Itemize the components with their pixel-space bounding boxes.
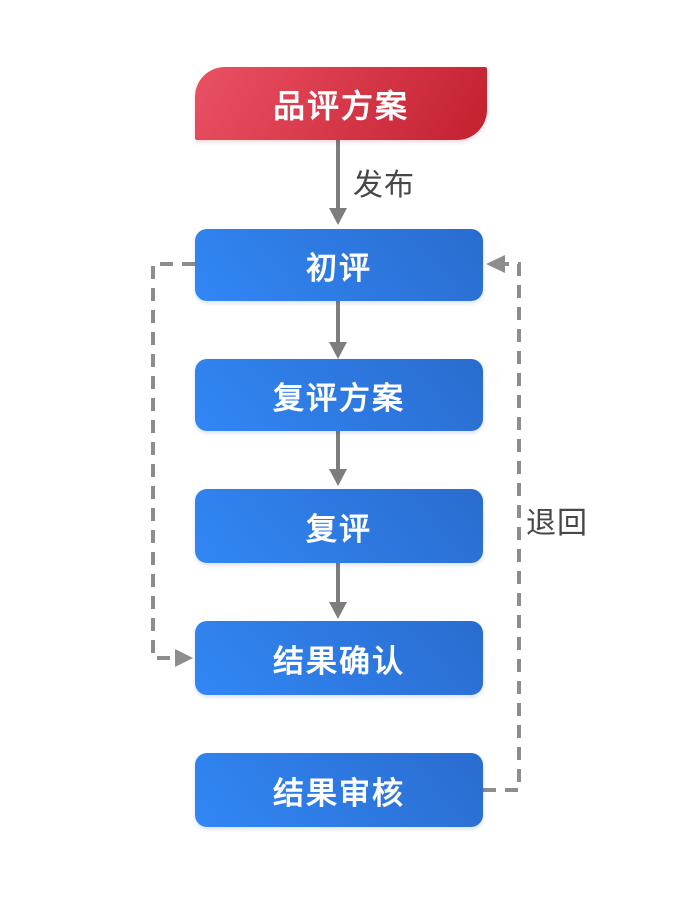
node-re-evaluation-plan: 复评方案 <box>195 359 483 431</box>
node-re-evaluation-label: 复评 <box>306 511 372 547</box>
node-initial-evaluation: 初评 <box>195 229 483 301</box>
node-tasting-plan: 品评方案 <box>195 67 487 140</box>
dashed-arrow-review-to-initial <box>483 255 521 792</box>
edge-label-return: 退回 <box>526 507 588 540</box>
arrow-replan-to-reeval <box>329 431 347 486</box>
node-re-evaluation: 复评 <box>195 489 483 563</box>
node-re-evaluation-plan-label: 复评方案 <box>273 380 405 416</box>
node-tasting-plan-label: 品评方案 <box>272 87 409 124</box>
dashed-arrow-initial-to-confirm <box>151 262 195 667</box>
node-result-review-label: 结果审核 <box>273 775 405 811</box>
arrow-plan-to-initial <box>329 140 347 225</box>
node-result-confirmation-label: 结果确认 <box>273 643 405 679</box>
node-result-review: 结果审核 <box>195 753 483 827</box>
arrow-reeval-to-confirm <box>329 563 347 619</box>
node-initial-evaluation-label: 初评 <box>306 250 372 286</box>
node-result-confirmation: 结果确认 <box>195 621 483 695</box>
edge-label-publish: 发布 <box>353 169 415 202</box>
arrow-initial-to-replan <box>329 301 347 359</box>
